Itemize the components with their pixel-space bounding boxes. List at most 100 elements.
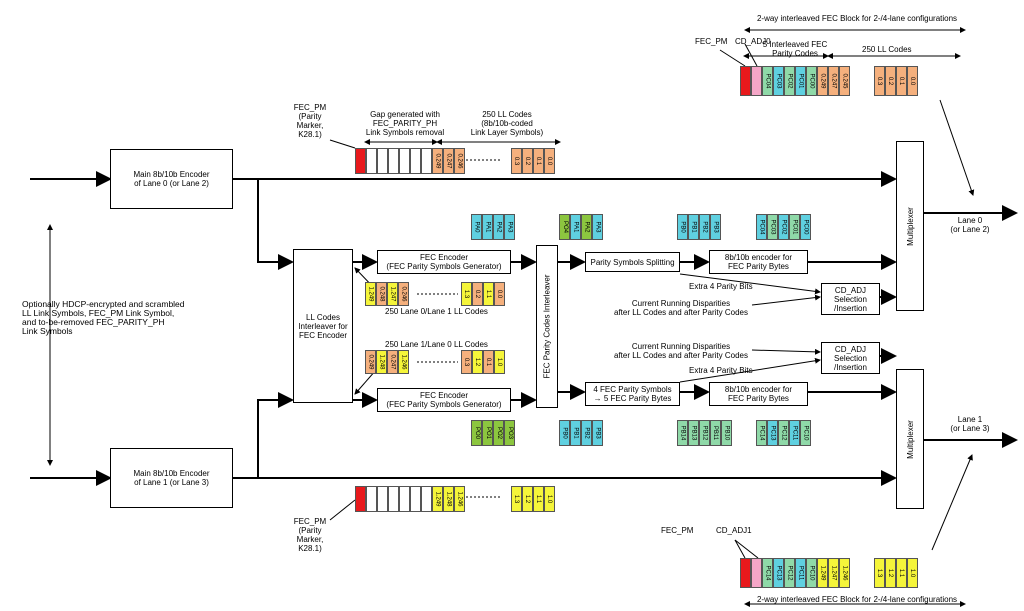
code-cell: 1.2 xyxy=(472,350,483,374)
multiplexer-label: Multiplexer xyxy=(905,206,915,246)
parity-symbol-cell: PC00 xyxy=(800,214,811,240)
parity-symbol-cell: PC03 xyxy=(767,214,778,240)
ll-cell: 1.246 xyxy=(454,486,465,512)
ll-cell: 0.2 xyxy=(522,148,533,174)
lane0-gap-label: Gap generated with FEC_PARITY_PH Link Sy… xyxy=(365,110,445,137)
ll-cell: 1.3 xyxy=(874,558,885,588)
ll-cell: 0.1 xyxy=(896,66,907,96)
running-disparity-upper: Current Running Disparities after LL Cod… xyxy=(614,299,748,317)
fec-encoder-lower: FEC Encoder (FEC Parity Symbols Generato… xyxy=(377,388,511,412)
gap-cell xyxy=(377,148,388,174)
code-cell: 0.248 xyxy=(376,282,387,306)
gap-cell xyxy=(410,486,421,512)
fec-encoder-upper: FEC Encoder (FEC Parity Symbols Generato… xyxy=(377,250,511,274)
parity-symbol-cell: PB3 xyxy=(710,214,721,240)
gap-cell xyxy=(421,148,432,174)
parity-symbol-cell: PO1 xyxy=(482,420,493,446)
input-note: Optionally HDCP-encrypted and scrambled … xyxy=(22,299,185,336)
parity-symbol-cell: PA2 xyxy=(493,214,504,240)
ll-cell: 1.248 xyxy=(443,486,454,512)
ll-cell: 0.0 xyxy=(907,66,918,96)
parity-symbols-splitting: Parity Symbols Splitting xyxy=(585,252,680,272)
parity-symbol-cell: PB12 xyxy=(699,420,710,446)
extra-parity-bits-lower: Extra 4 Parity Bits xyxy=(689,366,753,375)
ll-cell: 0.1 xyxy=(533,148,544,174)
parity-symbol-cell: PB2 xyxy=(699,214,710,240)
parity-symbol-cell: PB0 xyxy=(559,420,570,446)
parity-cell: PC13 xyxy=(773,558,784,588)
cd-adj-cell xyxy=(751,558,762,588)
parity-encoder-upper: 8b/10b encoder for FEC Parity Bytes xyxy=(709,250,808,274)
multiplexer-lane0: Multiplexer xyxy=(896,141,924,311)
parity-symbol-cell: PO3 xyxy=(504,420,515,446)
gap-cell xyxy=(366,486,377,512)
parity-cell: PC00 xyxy=(806,66,817,96)
lane0-ll-label: 250 LL Codes (8b/10b-coded Link Layer Sy… xyxy=(470,110,544,137)
ll-cell: 0.249 xyxy=(432,148,443,174)
top-fec-pm-label: FEC_PM xyxy=(695,37,728,46)
parity-symbols-to-bytes: 4 FEC Parity Symbols → 5 FEC Parity Byte… xyxy=(585,382,680,406)
parity-cell: PC10 xyxy=(806,558,817,588)
parity-cell: PC01 xyxy=(795,66,806,96)
ll-cell: 1.0 xyxy=(907,558,918,588)
parity-symbol-cell: PB3 xyxy=(592,420,603,446)
lane1-output-label: Lane 1 (or Lane 3) xyxy=(950,415,990,433)
fec-parity-codes-interleaver: FEC Parity Codes Interleaver xyxy=(536,245,558,408)
running-disparity-lower: Current Running Disparities after LL Cod… xyxy=(614,342,748,360)
ll-cell: 0.3 xyxy=(511,148,522,174)
ll-cell: 1.2 xyxy=(885,558,896,588)
parity-cell: PC11 xyxy=(795,558,806,588)
multiplexer-label-lower: Multiplexer xyxy=(905,419,915,459)
lane1-fec-pm-label: FEC_PM (Parity Marker, K28.1) xyxy=(293,517,327,553)
parity-symbol-cell: PB1 xyxy=(688,214,699,240)
parity-cell: PC03 xyxy=(773,66,784,96)
extra-parity-bits-upper: Extra 4 Parity Bits xyxy=(689,282,753,291)
ll-cell: 1.1 xyxy=(896,558,907,588)
parity-symbol-cell: PO2 xyxy=(493,420,504,446)
parity-symbol-cell: PB0 xyxy=(677,214,688,240)
parity-cell: PC14 xyxy=(762,558,773,588)
cd-adj-selection-lower: CD_ADJ Selection /Insertion xyxy=(821,342,880,374)
parity-symbol-cell: PB13 xyxy=(688,420,699,446)
code-cell: 0.249 xyxy=(365,350,376,374)
code-cell: 1.3 xyxy=(461,282,472,306)
ll-cell: 1.0 xyxy=(544,486,555,512)
parity-symbol-cell: PC12 xyxy=(778,420,789,446)
code-cell: 0.3 xyxy=(461,350,472,374)
gap-cell xyxy=(399,148,410,174)
parity-encoder-lower: 8b/10b encoder for FEC Parity Bytes xyxy=(709,382,808,406)
parity-symbol-cell: PC01 xyxy=(789,214,800,240)
ll-cell: 1.246 xyxy=(839,558,850,588)
parity-symbol-cell: PC13 xyxy=(767,420,778,446)
main-encoder-lane1: Main 8b/10b Encoder of Lane 1 (or Lane 3… xyxy=(110,448,233,508)
parity-symbol-cell: PA2 xyxy=(581,214,592,240)
code-cell: 0.247 xyxy=(387,350,398,374)
parity-symbol-cell: PB10 xyxy=(721,420,732,446)
parity-cell: PC02 xyxy=(784,66,795,96)
code-cell: 0.1 xyxy=(483,350,494,374)
parity-symbol-cell: PC04 xyxy=(756,214,767,240)
top-parity-label: 5 Interleaved FEC Parity Codes xyxy=(762,40,828,58)
gap-cell xyxy=(366,148,377,174)
parity-symbol-cell: PB1 xyxy=(570,420,581,446)
code-cell: 0.246 xyxy=(398,282,409,306)
ll-codes-interleaver: LL Codes Interleaver for FEC Encoder xyxy=(293,249,353,403)
lane0-fec-pm-label: FEC_PM (Parity Marker, K28.1) xyxy=(293,103,327,139)
code-cell: 1.248 xyxy=(376,350,387,374)
main-encoder-lane0: Main 8b/10b Encoder of Lane 0 (or Lane 2… xyxy=(110,149,233,209)
code-cell: 1.249 xyxy=(365,282,376,306)
bottom-cd-adj-label: CD_ADJ1 xyxy=(716,526,752,535)
bottom-fec-pm-label: FEC_PM xyxy=(661,526,694,535)
parity-symbol-cell: PC02 xyxy=(778,214,789,240)
lower-ll-codes-label: 250 Lane 1/Lane 0 LL Codes xyxy=(385,340,488,349)
parity-symbol-cell: PB2 xyxy=(581,420,592,446)
ll-cell: 1.247 xyxy=(828,558,839,588)
fec-pm-cell xyxy=(355,486,366,512)
parity-cell: PC12 xyxy=(784,558,795,588)
parity-symbol-cell: PA1 xyxy=(482,214,493,240)
lane0-output-label: Lane 0 (or Lane 2) xyxy=(950,216,990,234)
parity-symbol-cell: PA3 xyxy=(504,214,515,240)
gap-cell xyxy=(388,486,399,512)
code-cell: 1.246 xyxy=(398,350,409,374)
